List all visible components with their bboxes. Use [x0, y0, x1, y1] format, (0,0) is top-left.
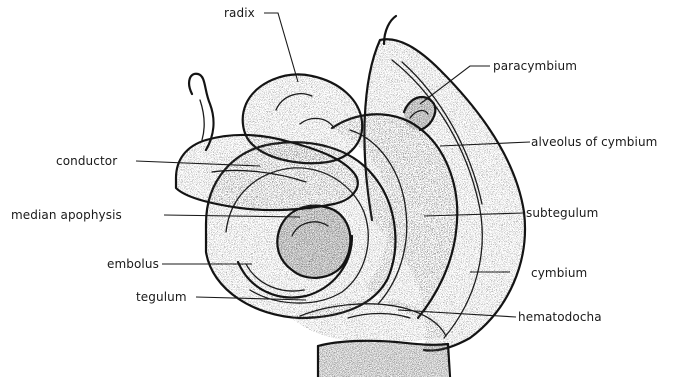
- label-tegulum: tegulum: [136, 290, 187, 304]
- label-cymbium: cymbium: [531, 266, 587, 280]
- label-paracymbium: paracymbium: [493, 59, 577, 73]
- label-embolus: embolus: [107, 257, 159, 271]
- label-radix: radix: [224, 6, 255, 20]
- label-alveolus-of-cymbium: alveolus of cymbium: [531, 135, 657, 149]
- label-median-apophysis: median apophysis: [11, 208, 122, 222]
- leader-radix: [264, 13, 298, 82]
- label-conductor: conductor: [56, 154, 117, 168]
- label-hematodocha: hematodocha: [518, 310, 602, 324]
- label-subtegulum: subtegulum: [526, 206, 598, 220]
- palp-stalk-shape: [318, 341, 450, 377]
